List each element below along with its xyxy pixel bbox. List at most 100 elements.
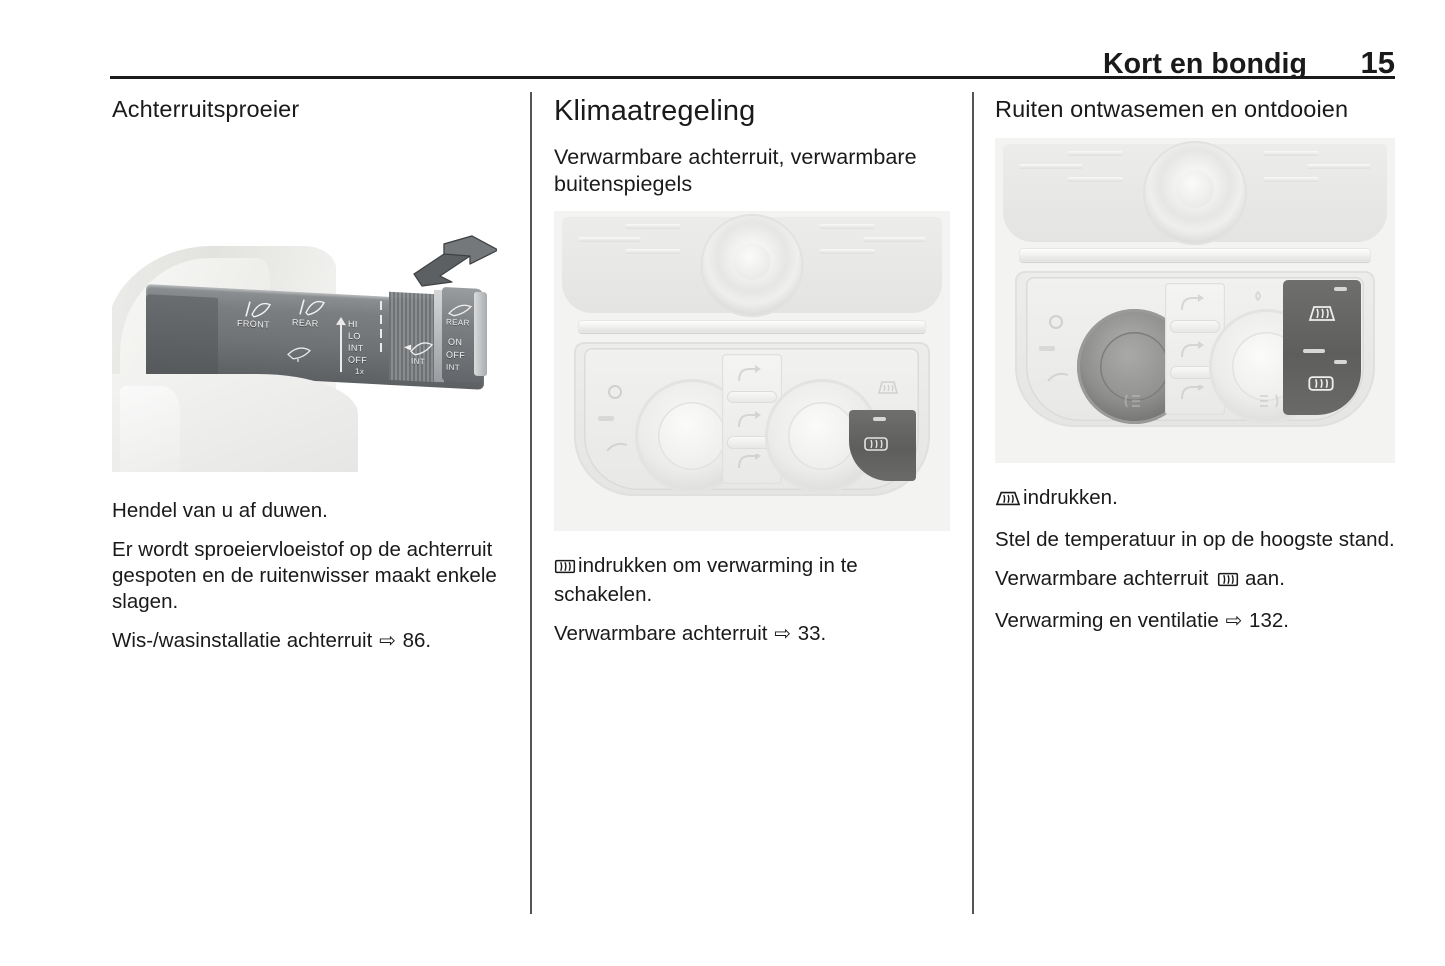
rear-switch-rear-label: REAR bbox=[446, 317, 470, 328]
rear-switch-on-label: ON bbox=[448, 336, 463, 348]
right-section-heading: Ruiten ontwasemen en ontdooien bbox=[995, 96, 1349, 122]
column-middle: Klimaatregeling Verwarmbare achterruit, … bbox=[554, 95, 950, 647]
rear-switch-int-label: INT bbox=[446, 362, 461, 373]
vent-louver-left-1 bbox=[577, 236, 642, 242]
vent-louver-left-2 bbox=[625, 223, 681, 229]
front-defrost-icon-panel[interactable] bbox=[1307, 303, 1337, 323]
wiper-stalk-base bbox=[146, 293, 218, 382]
rear-wash-icon bbox=[404, 342, 434, 356]
vent-louver-left-3 bbox=[625, 249, 681, 255]
climate-control-figure bbox=[554, 210, 950, 531]
climate-panel-illustration bbox=[554, 210, 950, 531]
middle-xref-page: 33. bbox=[797, 621, 827, 645]
page-number: 15 bbox=[1360, 45, 1395, 80]
page-header: Kort en bondig 15 bbox=[110, 34, 1395, 78]
climate-control-face bbox=[584, 348, 920, 494]
vent-louver-right-2 bbox=[1263, 150, 1319, 156]
cross-reference-arrow-icon: ⇨ bbox=[774, 622, 791, 645]
rear-defrost-indicator-led bbox=[872, 417, 886, 422]
airflow-button-upper[interactable] bbox=[1169, 320, 1221, 334]
middle-sub-heading: Verwarmbare achterruit, verwarmbare buit… bbox=[554, 144, 917, 197]
rear-defrost-icon bbox=[554, 556, 576, 582]
airflow-footwell-icon bbox=[738, 454, 762, 469]
right-rear-defrost-before: Verwarmbare achterruit bbox=[995, 566, 1209, 590]
front-defrost-icon bbox=[995, 488, 1021, 514]
airflow-upper-icon bbox=[738, 365, 762, 382]
defrost-divider-indicator bbox=[1303, 348, 1326, 353]
fan-minus-indicator bbox=[1039, 346, 1056, 352]
wiper-speed-lo-label: LO bbox=[348, 330, 361, 342]
airflow-button-lower[interactable] bbox=[1169, 366, 1221, 380]
left-cross-reference: Wis-/wasinstallatie achterruit ⇨ 86. bbox=[112, 628, 497, 654]
recirculation-icon bbox=[1049, 314, 1064, 329]
rear-window-wiper-icon bbox=[447, 304, 473, 317]
lower-dash-highlight bbox=[120, 385, 180, 472]
wiper-speed-scale-line bbox=[340, 323, 342, 372]
ac-airflow-icon bbox=[605, 442, 627, 452]
center-air-vent bbox=[700, 214, 804, 318]
climate-control-face bbox=[1025, 277, 1365, 424]
vent-louver-right-1 bbox=[862, 236, 927, 242]
right-rear-defrost-line: Verwarmbare achterruit aan. bbox=[995, 566, 1395, 595]
rear-defrost-button-highlighted[interactable] bbox=[849, 410, 917, 482]
stalk-detail-dash-4 bbox=[380, 342, 382, 352]
stalk-detail-dash-1 bbox=[380, 300, 382, 310]
scale-up-arrow-icon bbox=[336, 316, 346, 325]
cross-reference-arrow-icon: ⇨ bbox=[379, 629, 396, 652]
column-right: Ruiten ontwasemen en ontdooien bbox=[995, 96, 1395, 634]
airflow-button-upper[interactable] bbox=[726, 390, 778, 404]
vent-louver-left-1 bbox=[1019, 163, 1083, 169]
right-paragraph-1: Stel de temperatuur in op de hoogste sta… bbox=[995, 527, 1395, 551]
vent-louver-right-3 bbox=[819, 249, 875, 255]
front-defrost-icon-panel bbox=[877, 381, 898, 395]
airflow-button-lower[interactable] bbox=[726, 435, 778, 449]
rear-wiper-switch-tip bbox=[474, 291, 487, 377]
left-xref-page: 86. bbox=[402, 628, 432, 652]
cross-reference-arrow-icon: ⇨ bbox=[1225, 609, 1243, 632]
rear-defrost-icon-panel[interactable] bbox=[1307, 375, 1335, 392]
climate-control-housing bbox=[1015, 270, 1375, 427]
wiper-speed-hi-label: HI bbox=[348, 318, 358, 329]
column-divider-right bbox=[972, 92, 974, 914]
middle-chapter-heading: Klimaatregeling bbox=[554, 95, 756, 127]
stalk-detail-dash-2 bbox=[380, 314, 382, 324]
wiper-speed-off-label: OFF bbox=[348, 354, 368, 366]
center-air-vent bbox=[1143, 140, 1247, 245]
push-direction-arrow-icon bbox=[413, 235, 497, 287]
auto-mode-icon bbox=[1255, 290, 1261, 301]
left-xref-text: Wis-/wasinstallatie achterruit bbox=[112, 628, 373, 652]
rear-switch-off-label: OFF bbox=[446, 349, 466, 361]
vent-louver-right-3 bbox=[1263, 176, 1319, 182]
ac-airflow-icon bbox=[1047, 372, 1069, 382]
defrost-panel-illustration bbox=[995, 137, 1395, 463]
column-divider-left bbox=[530, 92, 532, 914]
left-section-heading: Achterruitsproeier bbox=[112, 96, 300, 122]
stalk-detail-dash-3 bbox=[380, 328, 382, 338]
rear-defrost-icon-panel bbox=[863, 437, 888, 451]
fan-minus-indicator bbox=[597, 416, 614, 422]
fan-speed-knob-right[interactable] bbox=[765, 379, 880, 494]
right-instruction-text: indrukken. bbox=[1023, 485, 1118, 509]
climate-control-housing bbox=[573, 342, 931, 496]
middle-xref-text: Verwarmbare achterruit bbox=[554, 621, 768, 645]
header-rule bbox=[110, 76, 1395, 79]
wiper-stalk-illustration: FRONT REAR HI LO INT OFF 1x bbox=[112, 138, 497, 472]
rear-defrost-icon bbox=[1217, 569, 1239, 595]
defrost-controls-highlighted[interactable] bbox=[1282, 280, 1361, 415]
vent-louver-left-3 bbox=[1067, 176, 1123, 182]
rear-defrost-indicator-led bbox=[1333, 360, 1347, 365]
airflow-footwell-icon bbox=[1181, 384, 1205, 399]
vent-louver-right-2 bbox=[819, 223, 875, 229]
rear-wash-int-label: INT bbox=[411, 356, 426, 367]
vent-louver-right-1 bbox=[1307, 163, 1371, 169]
front-wiper-icon bbox=[245, 301, 271, 318]
wiper-stalk-figure: FRONT REAR HI LO INT OFF 1x bbox=[112, 137, 497, 472]
rear-wiper-label: REAR bbox=[292, 317, 319, 329]
middle-instruction: indrukken om verwarming in te schakelen. bbox=[554, 553, 950, 608]
rear-wiper-icon bbox=[299, 299, 325, 316]
heated-seat-right-icon bbox=[1259, 394, 1279, 408]
right-instruction: indrukken. bbox=[995, 485, 1395, 514]
recirculation-icon bbox=[607, 385, 622, 400]
column-left: Achterruitsproeier FRONT bbox=[112, 96, 497, 654]
page-title: Kort en bondig bbox=[1102, 47, 1307, 80]
